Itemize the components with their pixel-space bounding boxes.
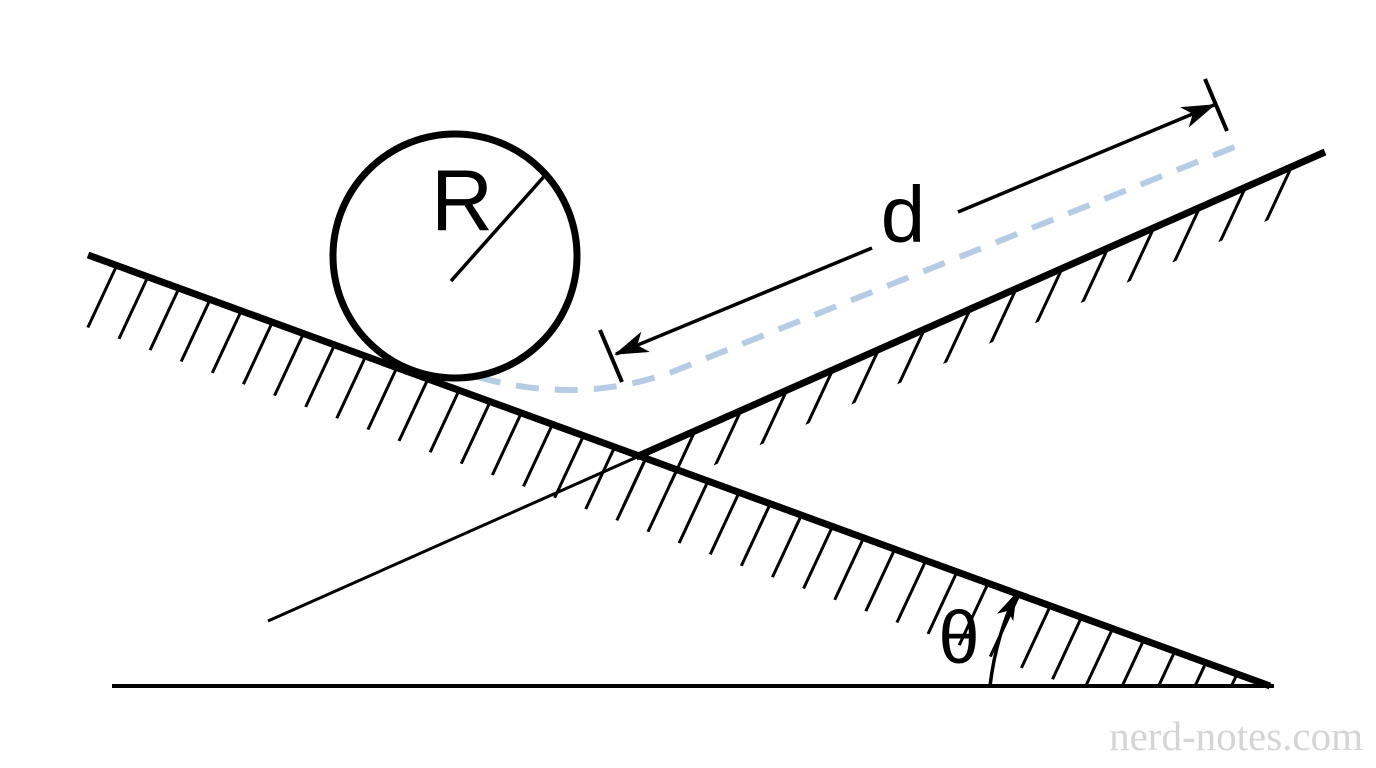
distance-label: d [881, 170, 926, 259]
right-incline-hatching [613, 152, 1325, 510]
radius-line [449, 170, 550, 283]
right-incline-surface [634, 148, 1327, 461]
dimension-tick-right [1203, 78, 1229, 132]
theta-label: θ [938, 596, 979, 679]
dimension-arrow-right-segment [957, 103, 1216, 214]
radius-label: R [431, 153, 493, 249]
left-incline-hatching [59, 255, 1270, 687]
theta-angle-arc [988, 592, 1018, 687]
dimension-arrow-left-segment [614, 246, 873, 356]
incline-extension-line [267, 451, 647, 623]
dimension-tick-left [598, 329, 624, 383]
ball-circle [329, 130, 581, 382]
left-incline-surface [86, 251, 1272, 690]
watermark: nerd-notes.com [1109, 713, 1363, 759]
